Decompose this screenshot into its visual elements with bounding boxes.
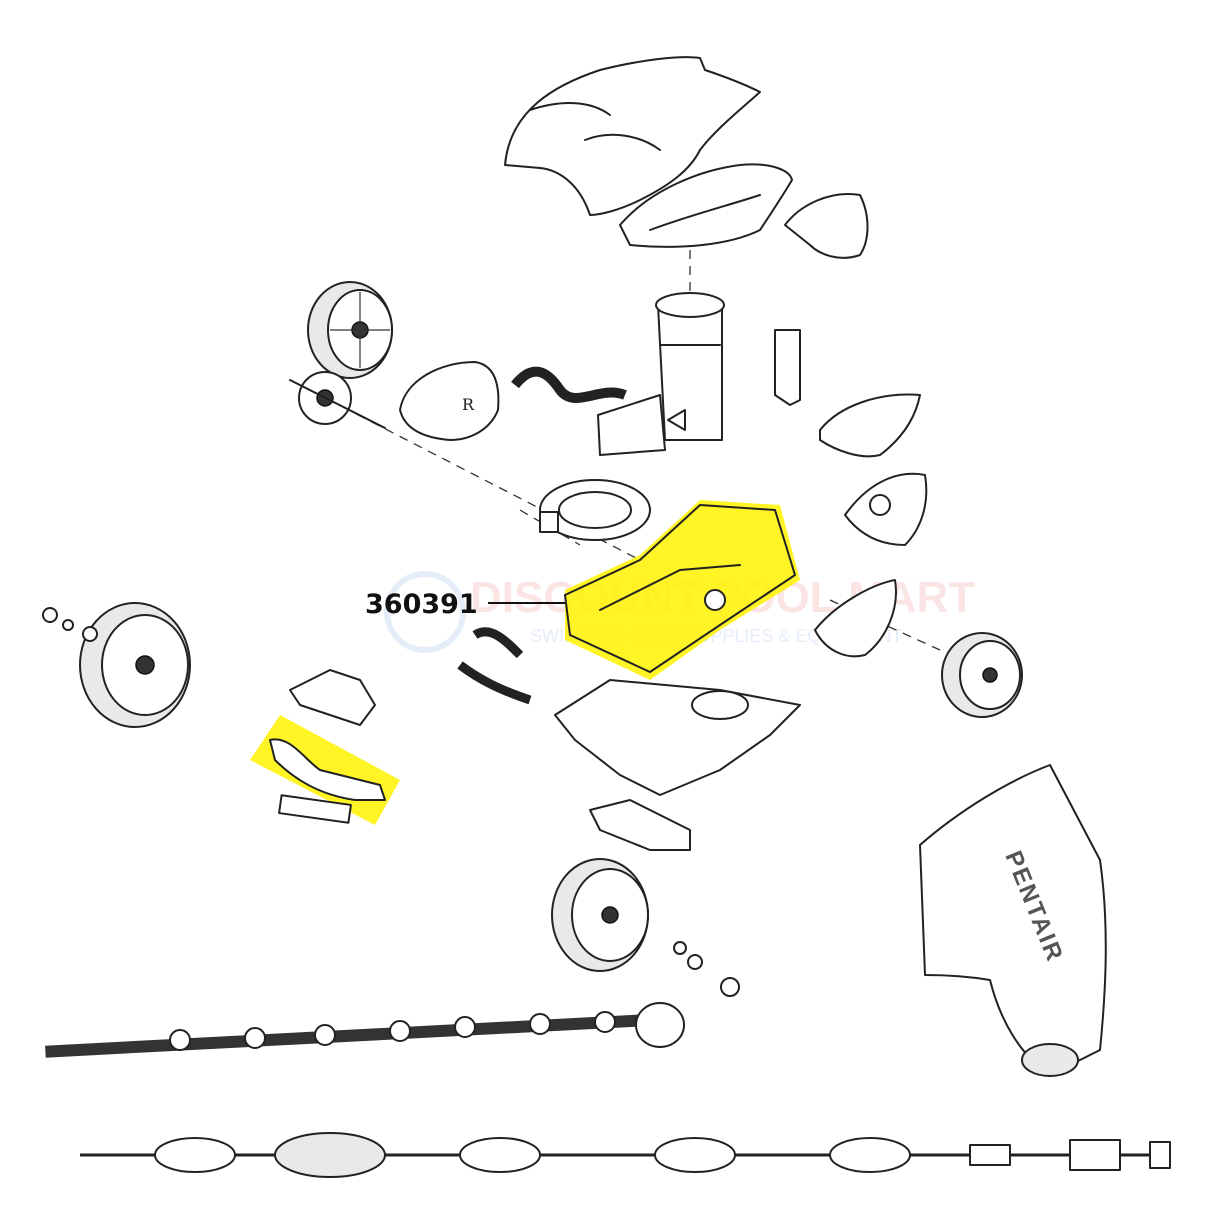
turbine-ring — [539, 479, 651, 541]
small-hoses — [457, 627, 532, 705]
bottom-hose-assembly — [80, 1132, 1171, 1178]
swivel-tube — [655, 292, 725, 441]
left-bracket — [597, 394, 666, 456]
part-number-label: 360391 — [365, 589, 478, 620]
bottom-housing — [554, 679, 801, 796]
left-front-wheel — [42, 602, 191, 728]
steering-arm-highlight — [250, 715, 400, 825]
bottom-wheel — [551, 858, 740, 997]
part-callout: 360391 — [365, 589, 565, 620]
top-cover — [504, 56, 761, 216]
left-gear-housing: R — [399, 361, 500, 441]
upper-left-wheel — [307, 281, 393, 379]
top-cover-shell — [619, 163, 793, 248]
front-bracket — [589, 799, 691, 851]
right-cover — [819, 393, 921, 458]
left-gear — [289, 371, 386, 429]
side-cover-piece — [784, 193, 869, 259]
right-side-panel — [814, 579, 897, 658]
right-connector — [774, 329, 801, 406]
debris-bag: PENTAIR — [919, 764, 1107, 1077]
right-wheel — [941, 632, 1023, 718]
drive-hose — [511, 366, 627, 403]
right-wheel-cover — [844, 472, 928, 546]
wheel-side-mark: R — [462, 395, 475, 414]
steering-mechanism — [289, 669, 376, 726]
hose-segment — [45, 1002, 685, 1058]
chassis-highlight — [564, 500, 800, 680]
